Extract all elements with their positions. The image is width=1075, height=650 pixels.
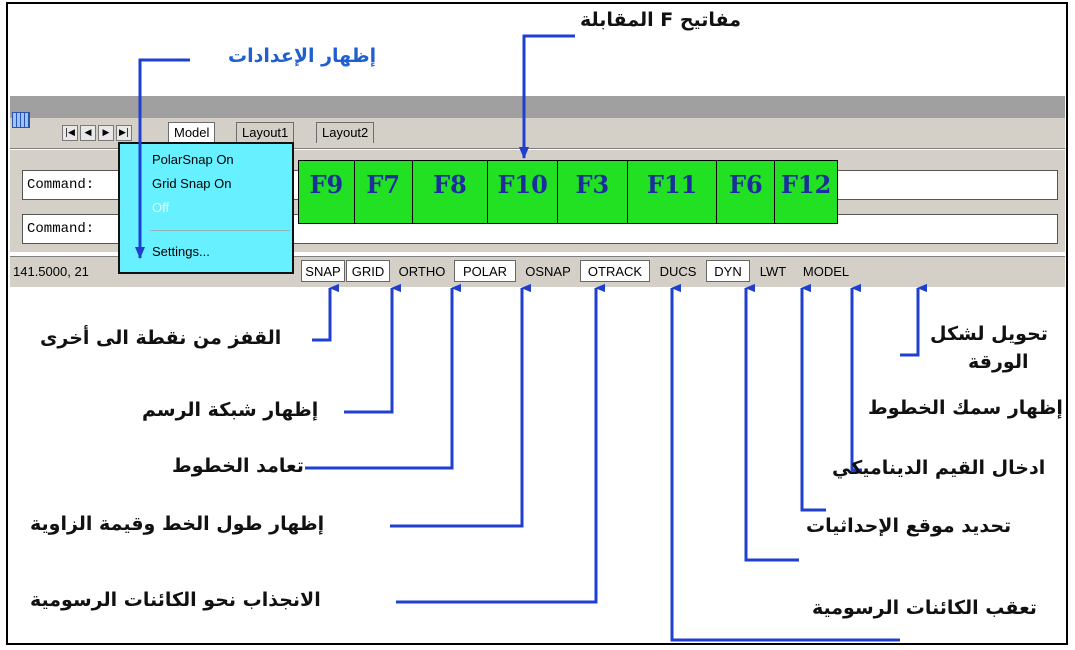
- show-settings-annotation: إظهار الإعدادات: [228, 45, 377, 67]
- fkeys-title: مفاتيح F المقابلة: [580, 9, 741, 31]
- dyn-toggle[interactable]: DYN: [706, 260, 750, 282]
- prev-layout-button[interactable]: ◀: [80, 125, 96, 141]
- last-layout-button[interactable]: ▶|: [116, 125, 132, 141]
- menu-item-polarsnap-on[interactable]: PolarSnap On: [152, 152, 234, 167]
- otrack-toggle[interactable]: OTRACK: [580, 260, 650, 282]
- dyn-annotation: ادخال القيم الديناميكي: [832, 457, 1046, 479]
- model-annotation-line2: الورقة: [968, 351, 1029, 373]
- model-annotation-line1: تحويل لشكل: [930, 323, 1048, 345]
- fkey-f10: F10: [488, 161, 559, 223]
- fkey-f8: F8: [412, 161, 489, 223]
- fkey-f3: F3: [558, 161, 628, 223]
- grid-toggle[interactable]: GRID: [346, 260, 390, 282]
- menu-item-gridsnap-on[interactable]: Grid Snap On: [152, 176, 232, 191]
- snap-toggle[interactable]: SNAP: [301, 260, 345, 282]
- fkey-f11: F11: [627, 161, 718, 223]
- ducs-annotation: تحديد موقع الإحداثيات: [806, 515, 1012, 537]
- tab-layout1[interactable]: Layout1: [236, 122, 295, 143]
- fkey-f6: F6: [717, 161, 776, 223]
- tab-model[interactable]: Model: [168, 122, 216, 143]
- tab-layout2[interactable]: Layout2: [316, 122, 375, 143]
- lwt-annotation: إظهار سمك الخطوط: [868, 397, 1063, 419]
- first-layout-button[interactable]: |◀: [62, 125, 78, 141]
- osnap-toggle[interactable]: OSNAP: [525, 264, 571, 279]
- snap-context-menu: PolarSnap On Grid Snap On Off Settings..…: [118, 142, 294, 274]
- osnap-annotation: الانجذاب نحو الكائنات الرسومية: [30, 589, 321, 611]
- otrack-annotation: تعقب الكائنات الرسومية: [812, 597, 1037, 619]
- coordinates-readout: 141.5000, 21: [13, 264, 89, 279]
- next-layout-button[interactable]: ▶: [98, 125, 114, 141]
- ducs-toggle[interactable]: DUCS: [659, 264, 697, 279]
- ortho-annotation: تعامد الخطوط: [172, 455, 304, 477]
- drawing-area-edge: [10, 96, 1065, 118]
- ortho-toggle[interactable]: ORTHO: [398, 264, 446, 279]
- polar-annotation: إظهار طول الخط وقيمة الزاوية: [30, 513, 325, 535]
- snap-annotation: القفز من نقطة الى أخرى: [40, 327, 282, 349]
- menu-item-settings[interactable]: Settings...: [152, 244, 210, 259]
- figure-frame: [6, 2, 1068, 645]
- polar-toggle[interactable]: POLAR: [454, 260, 516, 282]
- menu-item-off: Off: [152, 200, 170, 215]
- grid-icon[interactable]: [12, 112, 30, 128]
- model-toggle[interactable]: MODEL: [802, 264, 850, 279]
- fkey-f7: F7: [354, 161, 413, 223]
- fkey-f12: F12: [775, 161, 837, 223]
- menu-separator: [150, 230, 290, 231]
- grid-annotation: إظهار شبكة الرسم: [142, 399, 319, 421]
- fkey-f9: F9: [299, 161, 355, 223]
- lwt-toggle[interactable]: LWT: [759, 264, 787, 279]
- function-key-overlay: F9 F7 F8 F10 F3 F11 F6 F12: [298, 160, 838, 224]
